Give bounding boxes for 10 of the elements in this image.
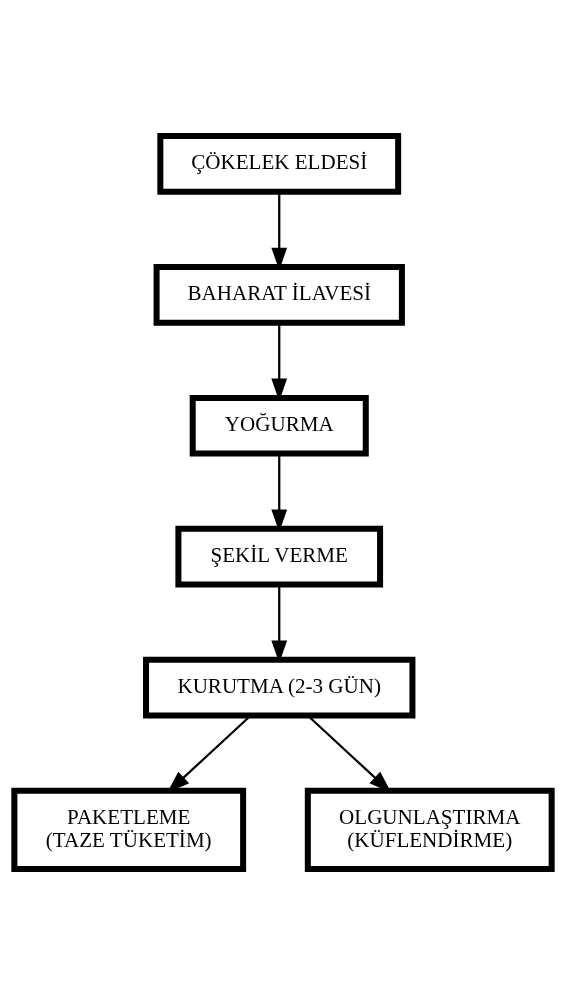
node-box: ÇÖKELEK ELDESİ xyxy=(157,132,402,195)
node-box: PAKETLEME (TAZE TÜKETİM) xyxy=(11,787,247,872)
node-box: KURUTMA (2-3 GÜN) xyxy=(143,656,416,718)
arrow xyxy=(271,453,288,532)
node-box: BAHARAT İLAVESİ xyxy=(153,263,405,326)
node-box: OLGUNLAŞTIRMA (KÜFLENDİRME) xyxy=(304,787,555,872)
node-box: ŞEKİL VERME xyxy=(175,525,384,588)
node-box: YOĞURMA xyxy=(189,394,369,457)
arrow xyxy=(271,584,288,663)
arrow xyxy=(271,191,288,270)
